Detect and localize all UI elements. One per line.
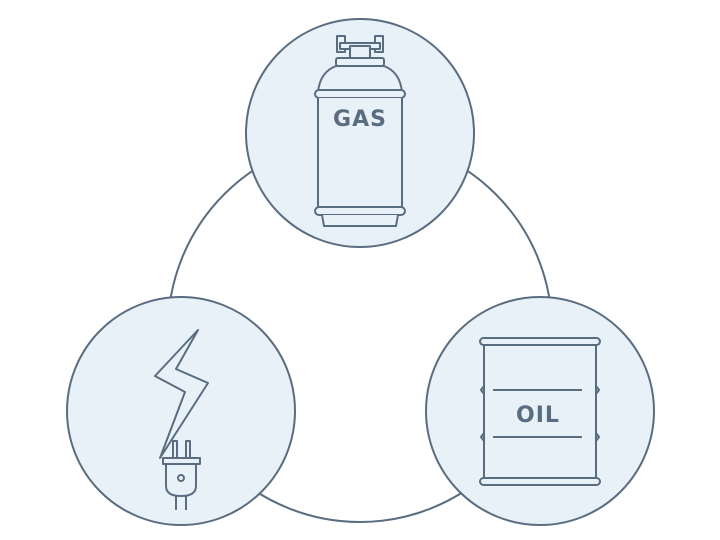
- oil-barrel-icon: [479, 337, 601, 486]
- electricity-node: [66, 296, 296, 526]
- oil-node: OIL: [425, 296, 655, 526]
- gas-label: GAS: [333, 107, 387, 132]
- plug-icon: [162, 440, 201, 510]
- gas-node: GAS: [245, 18, 475, 248]
- lightning-icon: [154, 329, 209, 459]
- gas-cylinder-icon: [314, 35, 406, 227]
- oil-label: OIL: [516, 403, 560, 428]
